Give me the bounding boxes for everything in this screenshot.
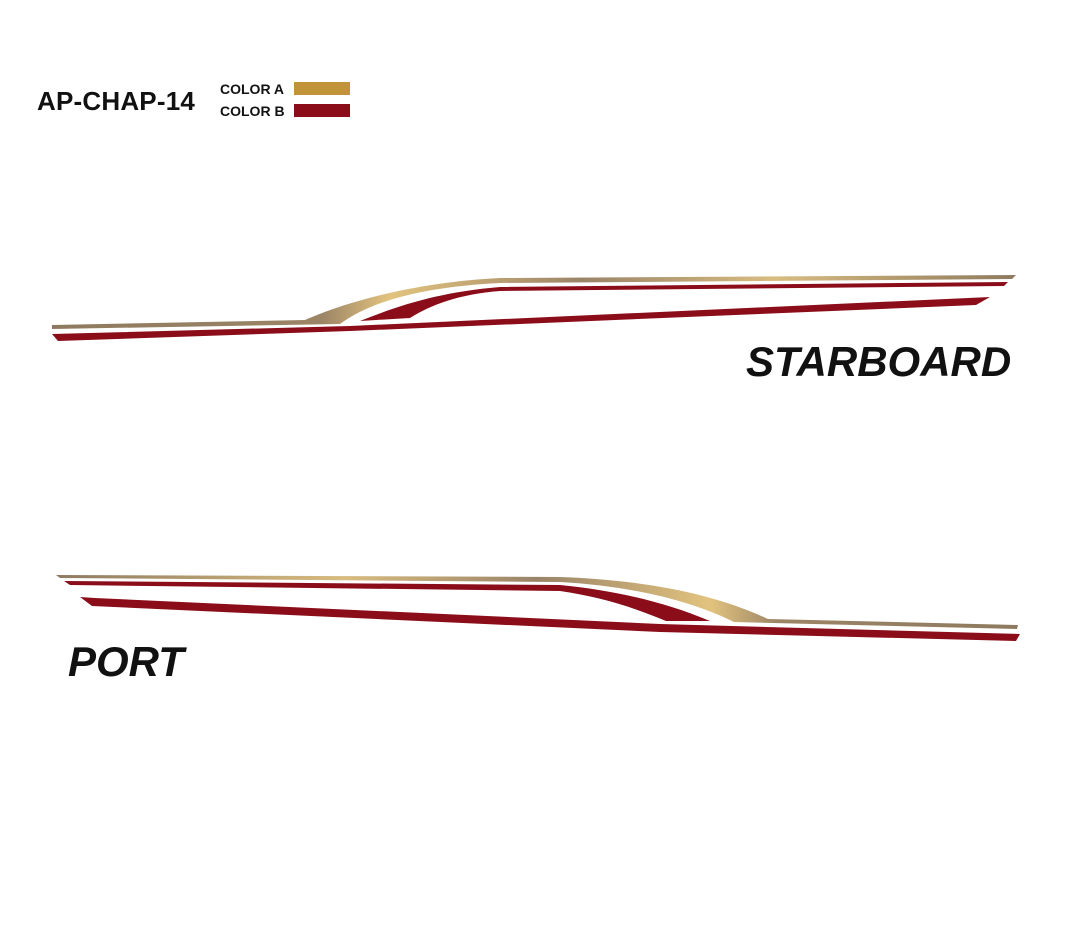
starboard-red-lower-stripe [52, 297, 990, 341]
starboard-red-inner-stripe [360, 282, 1008, 321]
port-stripes [56, 575, 1020, 641]
starboard-gold-stripe [52, 275, 1016, 329]
port-red-lower-stripe [80, 597, 1020, 641]
starboard-label: STARBOARD [746, 338, 1012, 385]
starboard-stripes [52, 275, 1016, 341]
port-red-inner-stripe [64, 581, 710, 621]
port-label: PORT [68, 638, 184, 685]
design-code-title: AP-CHAP-14 [37, 86, 196, 116]
legend-color-b-swatch [294, 104, 350, 117]
legend-color-a: COLOR A [220, 80, 350, 97]
port-gold-stripe [56, 575, 1018, 629]
legend-color-a-swatch [294, 82, 350, 95]
legend-color-b: COLOR B [220, 102, 350, 119]
legend-color-a-label: COLOR A [220, 80, 285, 97]
legend-color-b-label: COLOR B [220, 102, 285, 119]
